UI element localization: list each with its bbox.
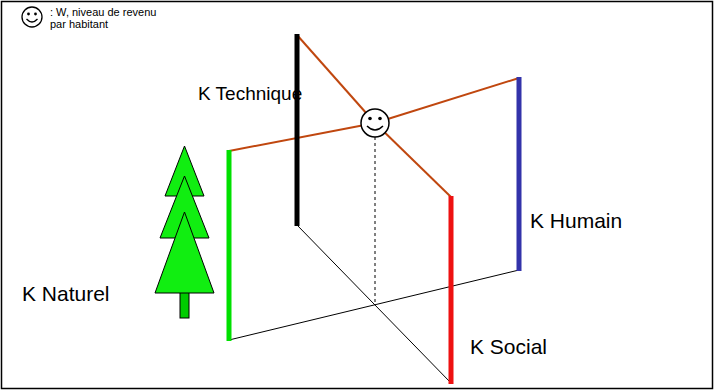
capital-label: K Naturel: [22, 282, 110, 306]
base-line: [229, 270, 519, 340]
capital-label: K Humain: [530, 209, 622, 233]
smiley-symbol: [361, 109, 389, 137]
smiley-symbol: [22, 7, 42, 27]
human-bar: [517, 77, 522, 271]
projection-line: [375, 137, 376, 305]
tree-illustration: [155, 146, 214, 318]
base-line: [297, 225, 451, 383]
link-lines: [229, 35, 519, 197]
legend-text: : W, niveau de revenu par habitant: [50, 6, 172, 30]
natural-bar: [227, 150, 232, 341]
technical-bar: [295, 34, 300, 226]
social-bar: [449, 196, 454, 384]
capital-label: K Social: [470, 335, 547, 359]
capital-label: K Technique: [198, 83, 302, 105]
